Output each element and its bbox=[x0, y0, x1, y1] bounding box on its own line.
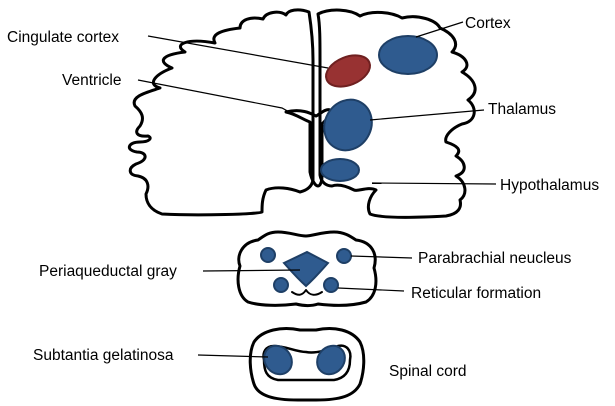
label-cortex: Cortex bbox=[465, 15, 511, 32]
leader-ventricle bbox=[138, 80, 300, 118]
leader-hypothalamus bbox=[372, 183, 496, 184]
leader-cortex bbox=[416, 22, 463, 37]
thalamus-region bbox=[315, 91, 381, 159]
substantia-gelatinosa-left-region bbox=[258, 340, 297, 380]
cortex-region bbox=[379, 36, 437, 74]
spinal-cord-section bbox=[250, 329, 364, 401]
labels: Cingulate cortex Cortex Ventricle Thalam… bbox=[7, 15, 599, 380]
parabrachial-left-region bbox=[261, 248, 275, 262]
reticular-right-region bbox=[324, 278, 338, 292]
reticular-left-region bbox=[274, 278, 288, 292]
leader-cingulate-cortex bbox=[148, 36, 328, 68]
leader-periaqueductal bbox=[203, 270, 300, 271]
label-hypothalamus: Hypothalamus bbox=[500, 177, 599, 194]
hypothalamus-region bbox=[321, 159, 359, 181]
brain-section bbox=[129, 10, 475, 217]
leader-thalamus bbox=[370, 110, 484, 120]
label-parabrachial-nucleus: Parabrachial neucleus bbox=[418, 250, 572, 267]
label-substantia-gelatinosa: Subtantia gelatinosa bbox=[33, 347, 174, 364]
brainstem-section bbox=[238, 232, 376, 306]
cingulate-cortex-region bbox=[321, 49, 374, 92]
label-reticular-formation: Reticular formation bbox=[411, 285, 541, 302]
leader-parabrachial bbox=[351, 256, 412, 258]
label-cingulate-cortex: Cingulate cortex bbox=[7, 29, 119, 46]
parabrachial-right-region bbox=[337, 249, 351, 263]
label-periaqueductal-gray: Periaqueductal gray bbox=[39, 263, 177, 280]
label-thalamus: Thalamus bbox=[488, 101, 556, 118]
leader-substantia bbox=[198, 355, 268, 357]
leader-lines bbox=[138, 22, 496, 357]
leader-reticular bbox=[338, 288, 404, 291]
aqueduct-shape bbox=[292, 290, 322, 295]
periaqueductal-gray-region bbox=[284, 252, 328, 286]
label-spinal-cord: Spinal cord bbox=[389, 363, 467, 380]
label-ventricle: Ventricle bbox=[62, 72, 121, 89]
